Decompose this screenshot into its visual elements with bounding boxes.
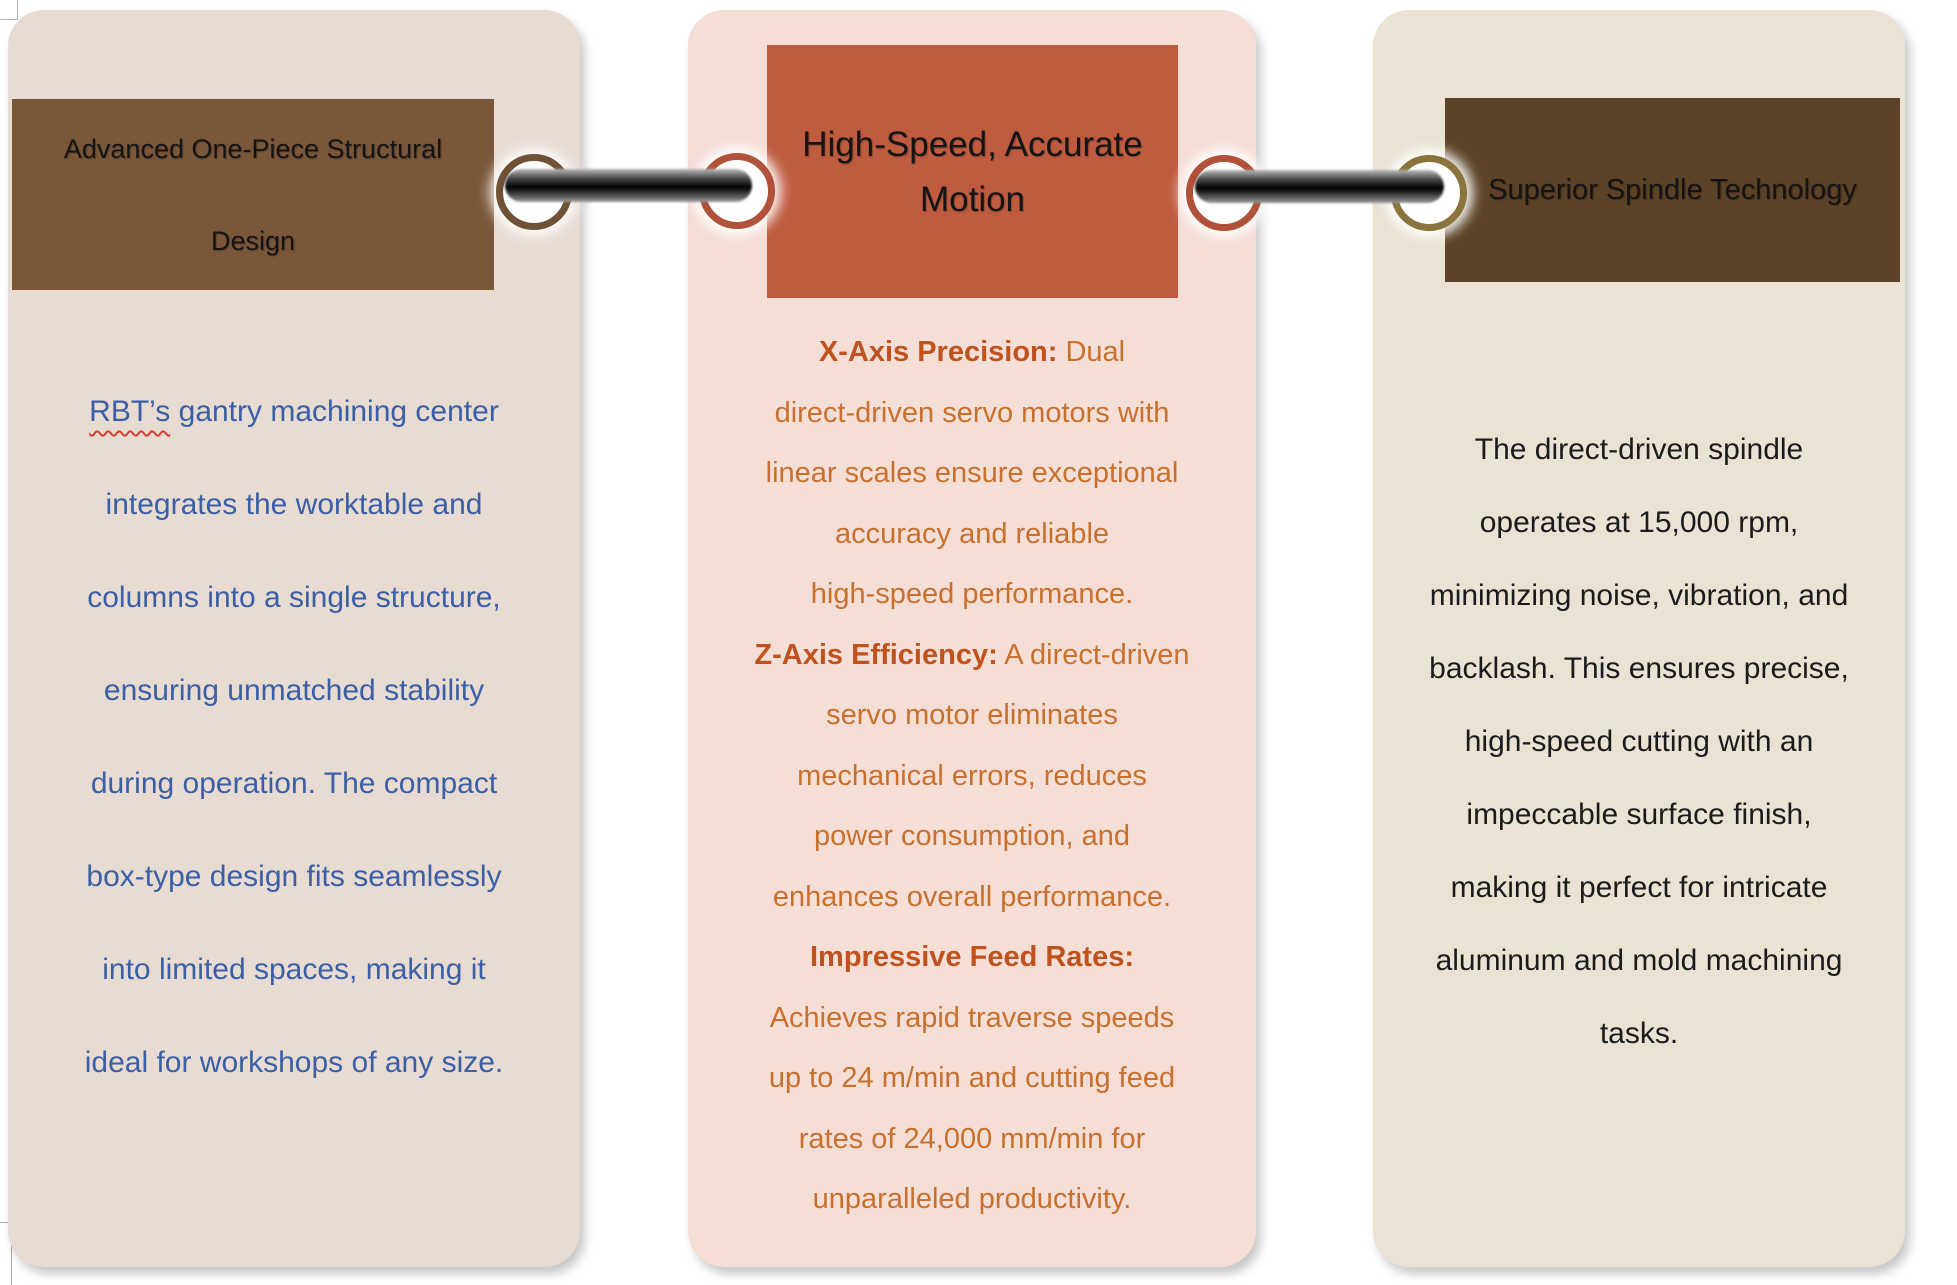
text-line: ensuring unmatched stability xyxy=(18,644,570,737)
text-line: high-speed performance. xyxy=(696,564,1248,625)
text-line: high-speed cutting with an xyxy=(1381,705,1897,778)
text-line: impeccable surface finish, xyxy=(1381,778,1897,851)
plain-text: Superior Spindle Technology xyxy=(1488,174,1857,206)
plain-text: Advanced One-Piece Structural xyxy=(63,133,443,164)
text-line: rates of 24,000 mm/min for xyxy=(696,1109,1248,1170)
text-line: into limited spaces, making it xyxy=(18,923,570,1016)
plain-text: high-speed cutting with an xyxy=(1464,725,1814,758)
text-line: servo motor eliminates xyxy=(696,685,1248,746)
plain-text: rates of 24,000 mm/min for xyxy=(798,1122,1146,1155)
text-line: High-Speed, Accurate xyxy=(802,117,1142,172)
plain-text: The direct-driven spindle xyxy=(1474,433,1804,466)
text-line: integrates the worktable and xyxy=(18,458,570,551)
plain-text: servo motor eliminates xyxy=(826,699,1118,731)
text-line: ideal for workshops of any size. xyxy=(18,1016,570,1109)
text-line: aluminum and mold machining xyxy=(1381,924,1897,997)
plain-text: integrates the worktable and xyxy=(105,488,483,521)
text-line: RBT’s gantry machining center xyxy=(18,365,570,458)
plain-text: Motion xyxy=(919,179,1026,219)
card-header-spindle: Superior Spindle Technology xyxy=(1445,98,1900,282)
text-line: Advanced One-Piece Structural xyxy=(64,103,442,195)
spellchecked-text: RBT’s xyxy=(89,395,171,428)
text-line: Superior Spindle Technology xyxy=(1488,144,1857,236)
text-line: tasks. xyxy=(1381,997,1897,1070)
plain-text: gantry machining center xyxy=(170,395,499,428)
text-line: Motion xyxy=(920,172,1025,227)
plain-text: columns into a single structure, xyxy=(87,581,501,614)
plain-text: mechanical errors, reduces xyxy=(797,759,1147,792)
feature-card-spindle: Superior Spindle Technology The direct-d… xyxy=(1373,10,1905,1267)
card-body-spindle: The direct-driven spindle operates at 15,… xyxy=(1373,413,1905,1070)
text-line: Achieves rapid traverse speeds xyxy=(696,988,1248,1049)
text-line: unparalleled productivity. xyxy=(696,1169,1248,1230)
plain-text: Design xyxy=(210,225,296,256)
plain-text: minimizing noise, vibration, and xyxy=(1429,579,1849,612)
text-line: up to 24 m/min and cutting feed xyxy=(696,1048,1248,1109)
plain-text: Dual xyxy=(1057,336,1126,368)
chain-link-icon xyxy=(505,169,752,202)
text-line: operates at 15,000 rpm, xyxy=(1381,486,1897,559)
text-line: linear scales ensure exceptional xyxy=(696,443,1248,504)
plain-text: Achieves rapid traverse speeds xyxy=(769,1001,1175,1034)
emphasis-text: Impressive Feed Rates: xyxy=(810,941,1134,973)
plain-text: power consumption, and xyxy=(814,820,1130,852)
text-line: minimizing noise, vibration, and xyxy=(1381,559,1897,632)
plain-text: High-Speed, Accurate xyxy=(802,124,1143,164)
card-body-structural-design: RBT’s gantry machining center integrates … xyxy=(8,365,580,1109)
text-line: making it perfect for intricate xyxy=(1381,851,1897,924)
text-line: box-type design fits seamlessly xyxy=(18,830,570,923)
text-line: Impressive Feed Rates: xyxy=(696,927,1248,988)
plain-text: enhances overall performance. xyxy=(772,880,1172,913)
plain-text: operates at 15,000 rpm, xyxy=(1479,506,1799,539)
slide-edge-vertical-line xyxy=(11,1222,12,1285)
plain-text: backlash. This ensures precise, xyxy=(1429,652,1849,685)
plain-text: up to 24 m/min and cutting feed xyxy=(768,1062,1176,1094)
text-line: columns into a single structure, xyxy=(18,551,570,644)
text-line: The direct-driven spindle xyxy=(1381,413,1897,486)
plain-text: box-type design fits seamlessly xyxy=(86,860,502,893)
text-line: enhances overall performance. xyxy=(696,867,1248,928)
plain-text: tasks. xyxy=(1599,1017,1679,1050)
plain-text: impeccable surface finish, xyxy=(1466,798,1812,831)
slide-corner-fragment xyxy=(0,0,18,20)
text-line: Design xyxy=(211,195,295,287)
plain-text: unparalleled productivity. xyxy=(812,1183,1132,1215)
plain-text: linear scales ensure exceptional xyxy=(765,457,1179,489)
text-line: direct-driven servo motors with xyxy=(696,383,1248,444)
text-line: mechanical errors, reduces xyxy=(696,746,1248,807)
plain-text: direct-driven servo motors with xyxy=(774,396,1170,429)
emphasis-text: Z-Axis Efficiency: xyxy=(754,638,998,671)
text-line: X-Axis Precision: Dual xyxy=(696,322,1248,383)
chain-link-icon xyxy=(1195,170,1444,203)
text-line: power consumption, and xyxy=(696,806,1248,867)
slide-edge-horizontal-line xyxy=(0,1222,11,1223)
text-line: backlash. This ensures precise, xyxy=(1381,632,1897,705)
plain-text: high-speed performance. xyxy=(810,578,1134,610)
card-body-motion: X-Axis Precision: Dual direct-driven serv… xyxy=(688,322,1256,1230)
text-line: accuracy and reliable xyxy=(696,504,1248,565)
plain-text: ideal for workshops of any size. xyxy=(84,1046,504,1079)
text-line: during operation. The compact xyxy=(18,737,570,830)
text-line: Z-Axis Efficiency: A direct-driven xyxy=(696,625,1248,686)
plain-text: accuracy and reliable xyxy=(834,517,1110,550)
plain-text: making it perfect for intricate xyxy=(1450,871,1828,904)
plain-text: A direct-driven xyxy=(997,638,1190,671)
plain-text: ensuring unmatched stability xyxy=(103,674,485,707)
plain-text: during operation. The compact xyxy=(90,767,498,800)
plain-text: into limited spaces, making it xyxy=(102,953,486,986)
emphasis-text: X-Axis Precision: xyxy=(818,336,1058,368)
plain-text: aluminum and mold machining xyxy=(1435,944,1843,977)
